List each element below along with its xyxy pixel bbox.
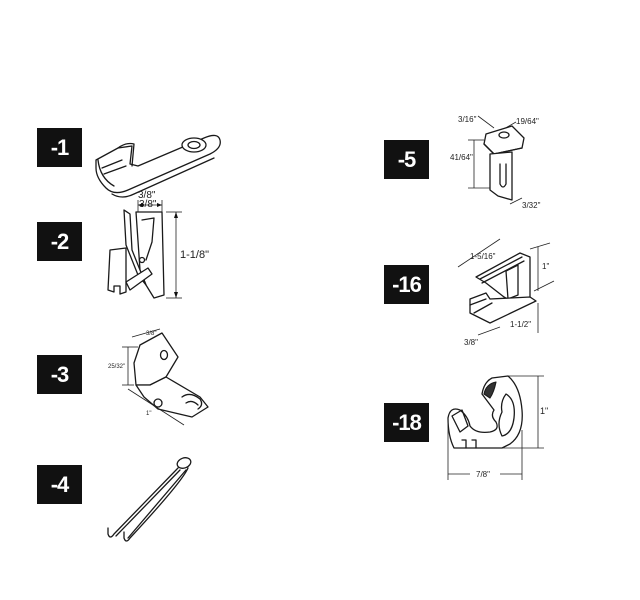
part-5-dim-top-left: 3/16" [458,115,477,124]
part-label-2: -2 [37,222,82,261]
part-16-dim-small: 3/8" [464,338,478,347]
part-5-dim-top-right: 19/64" [516,117,539,126]
part-label-4: -4 [37,465,82,504]
part-1-dim-width: 3/8" [139,199,157,210]
part-5-dim-height: 41/64" [450,153,473,162]
part-3-dim-length: 1" [146,411,151,417]
part-16-dim-height: 1" [542,262,549,271]
part-label-18: -18 [384,403,429,442]
part-3-drawing: 3/8" 25/32" 1" [100,325,220,430]
part-label-1: -1 [37,128,82,167]
part-3-dim-top: 3/8" [146,331,156,337]
part-4-drawing [100,450,200,545]
part-2-dim-width: 3/8" [138,190,156,201]
part-1-drawing: 3/8" [92,108,227,210]
part-16-drawing: 1-5/16" 1" 1-1/2" 3/8" [450,237,570,347]
part-label-16: -16 [384,265,429,304]
part-16-dim-length: 1-5/16" [470,252,496,261]
part-5-drawing: 3/16" 19/64" 41/64" 3/32" [450,108,570,213]
part-18-drawing: 1" 7/8" [440,370,560,485]
part-label-5: -5 [384,140,429,179]
part-18-dim-height: 1" [540,406,548,416]
part-2-drawing: 3/8" 1-1/8" [96,190,211,300]
part-3-dim-side: 25/32" [108,364,125,370]
part-18-dim-width: 7/8" [476,470,490,479]
part-2-dim-height: 1-1/8" [180,249,209,261]
part-16-dim-depth: 1-1/2" [510,320,531,329]
part-label-3: -3 [37,355,82,394]
part-5-dim-bottom: 3/32" [522,201,541,210]
